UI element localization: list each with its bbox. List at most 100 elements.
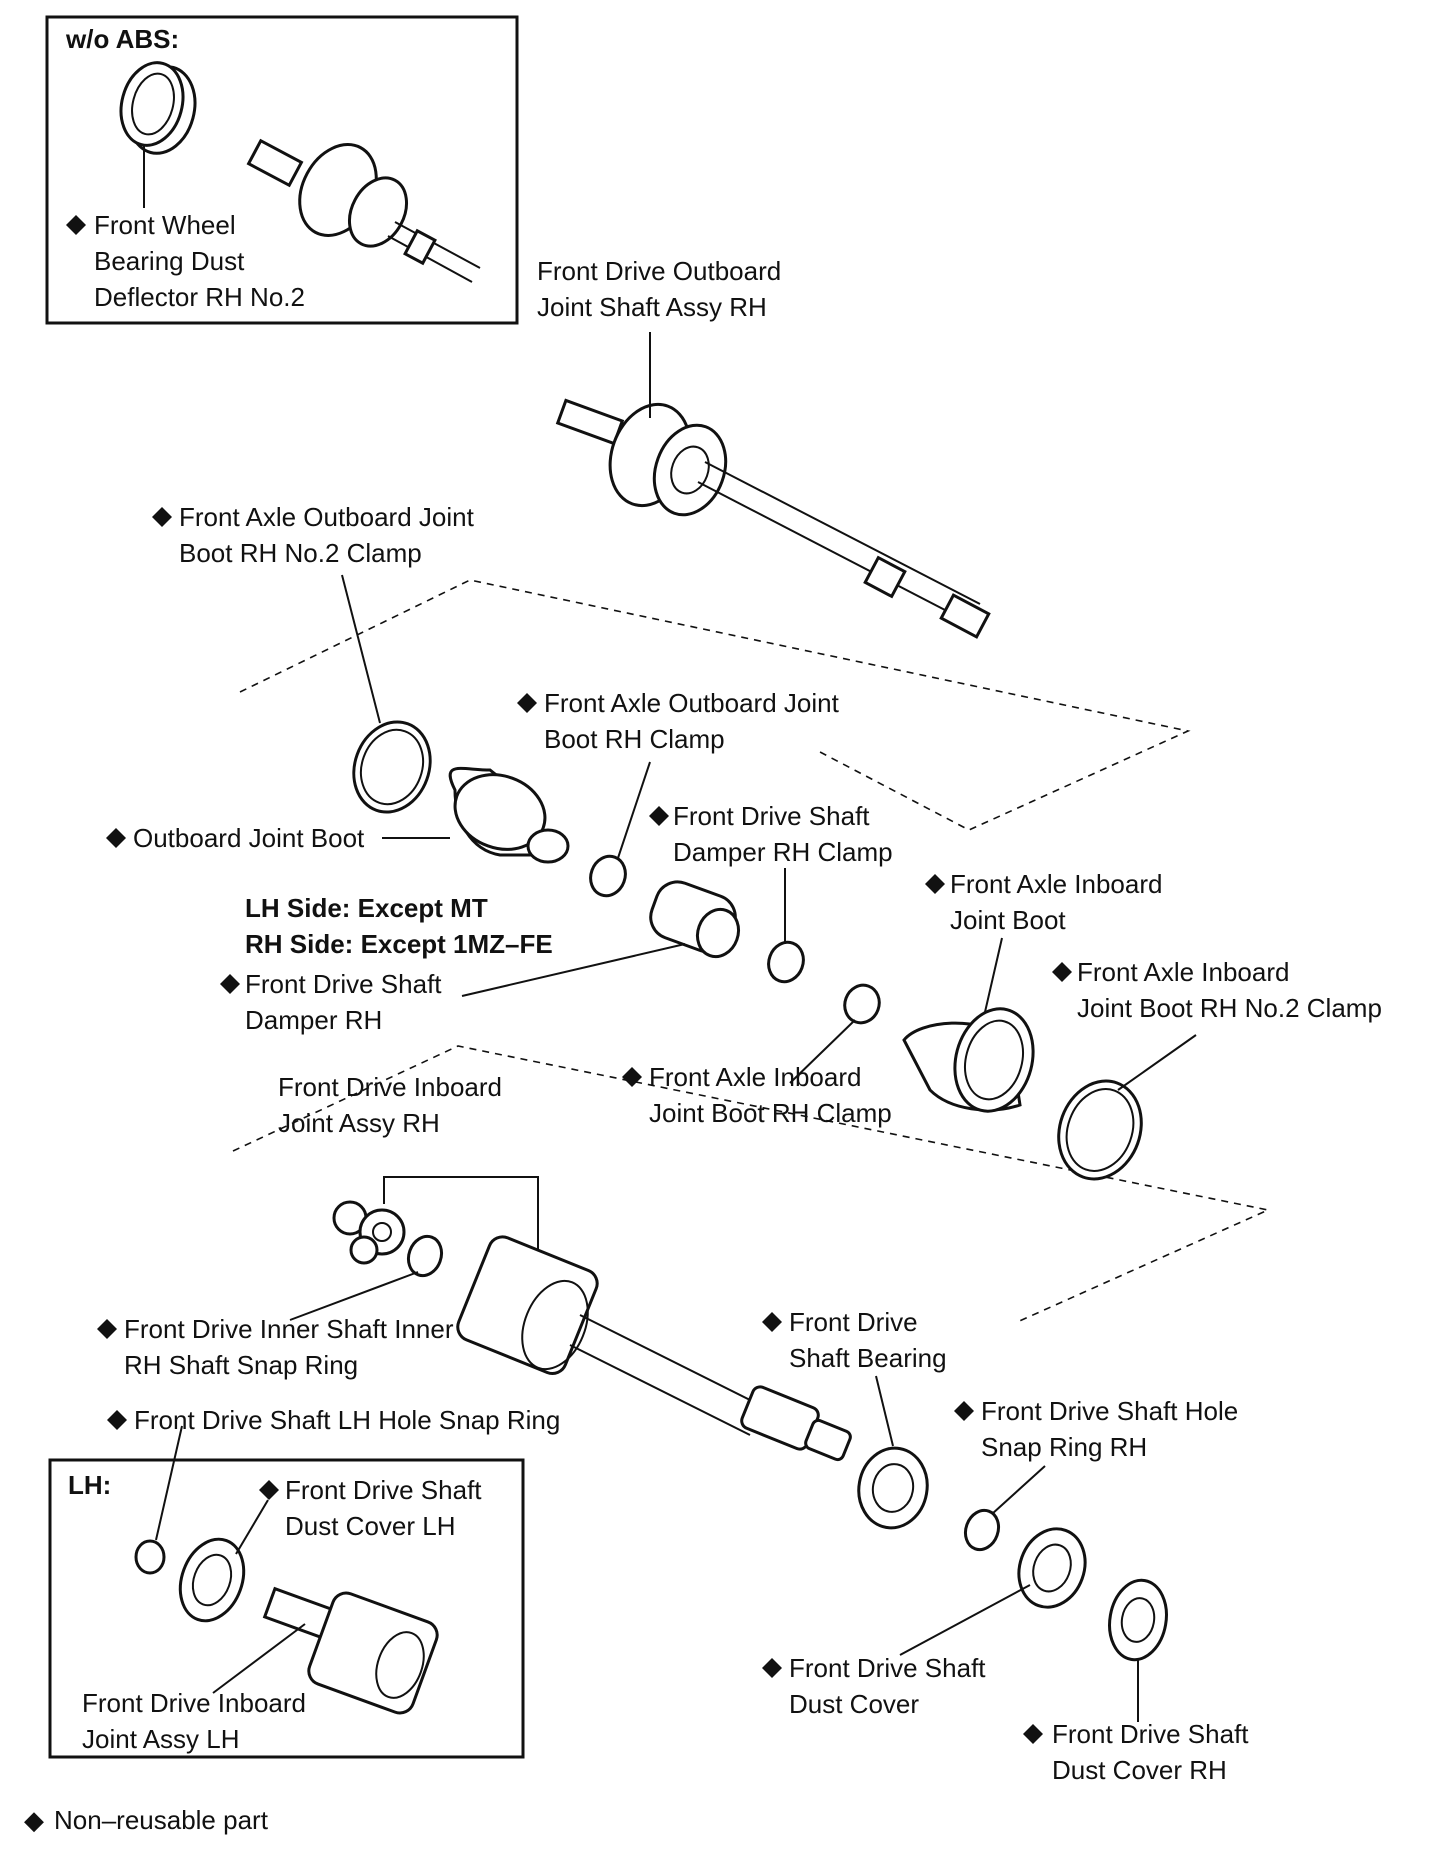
label-line: Joint Boot RH No.2 Clamp xyxy=(1077,993,1382,1023)
outboard-no2-clamp-drawing xyxy=(352,720,432,814)
non-reusable-diamond-icon xyxy=(517,693,537,713)
hole-snap-ring-rh-drawing xyxy=(963,1508,1001,1552)
deflector-ring-drawing xyxy=(119,61,197,155)
label-shaft-bearing: Front Drive Shaft Bearing xyxy=(762,1307,947,1373)
label-line: Front Drive Shaft xyxy=(673,801,870,831)
label-line: RH Side: Except 1MZ–FE xyxy=(245,929,553,959)
shaft-bearing-drawing xyxy=(857,1446,929,1530)
label-line: Boot RH No.2 Clamp xyxy=(179,538,422,568)
non-reusable-diamond-icon xyxy=(1023,1724,1043,1744)
label-line: Deflector RH No.2 xyxy=(94,282,305,312)
label-line: Joint Boot xyxy=(950,905,1066,935)
outboard-joint-boot-drawing xyxy=(448,766,570,864)
damper-drawing xyxy=(649,880,741,959)
label-inboard-boot-clamp: Front Axle Inboard Joint Boot RH Clamp xyxy=(622,1062,892,1128)
label-hole-snap-ring-rh: Front Drive Shaft Hole Snap Ring RH xyxy=(954,1396,1238,1462)
label-line: Dust Cover LH xyxy=(285,1511,456,1541)
label-dust-cover-rh: Front Drive Shaft Dust Cover RH xyxy=(1023,1719,1249,1785)
label-line: Front Axle Outboard Joint xyxy=(544,688,840,718)
label-inboard-joint-lh: Front Drive Inboard Joint Assy LH xyxy=(82,1688,306,1754)
label-line: Shaft Bearing xyxy=(789,1343,947,1373)
label-line: Front Wheel xyxy=(94,210,236,240)
inset-wo-abs: w/o ABS: xyxy=(45,15,519,325)
non-reusable-diamond-icon xyxy=(762,1658,782,1678)
label-dust-cover-lh: Front Drive Shaft Dust Cover LH xyxy=(259,1475,482,1541)
inboard-housing-shaft-drawing xyxy=(456,1235,852,1462)
non-reusable-diamond-icon xyxy=(220,974,240,994)
outboard-joint-small-drawing xyxy=(246,138,481,283)
label-outboard-boot-clamp: Front Axle Outboard Joint Boot RH Clamp xyxy=(517,688,840,754)
non-reusable-diamond-icon xyxy=(259,1480,279,1500)
label-line: Front Axle Outboard Joint xyxy=(179,502,475,532)
inboard-joint-rh-drawing xyxy=(332,1200,406,1265)
non-reusable-diamond-icon xyxy=(107,1410,127,1430)
inset-lh-title: LH: xyxy=(68,1470,111,1500)
label-line: RH Shaft Snap Ring xyxy=(124,1350,358,1380)
label-damper: Front Drive Shaft Damper RH xyxy=(220,969,442,1035)
label-front-wheel-deflector: Front Wheel Bearing Dust Deflector RH No… xyxy=(66,210,305,312)
non-reusable-diamond-icon xyxy=(954,1401,974,1421)
label-line: Front Drive Shaft xyxy=(789,1653,986,1683)
label-line: Front Axle Inboard xyxy=(1077,957,1289,987)
label-line: Outboard Joint Boot xyxy=(133,823,365,853)
inboard-joint-boot-drawing xyxy=(902,1007,1035,1113)
non-reusable-diamond-icon xyxy=(97,1319,117,1339)
label-inboard-joint-boot: Front Axle Inboard Joint Boot xyxy=(925,869,1162,935)
label-line: Front Drive Shaft xyxy=(1052,1719,1249,1749)
label-damper-condition: LH Side: Except MT RH Side: Except 1MZ–F… xyxy=(245,893,553,959)
dust-cover-drawing xyxy=(1017,1527,1087,1609)
label-line: Dust Cover RH xyxy=(1052,1755,1227,1785)
non-reusable-diamond-icon xyxy=(762,1312,782,1332)
label-line: Bearing Dust xyxy=(94,246,245,276)
label-line: Front Drive Shaft LH Hole Snap Ring xyxy=(134,1405,560,1435)
non-reusable-diamond-icon xyxy=(649,806,669,826)
label-line: Front Axle Inboard xyxy=(950,869,1162,899)
legend-text: Non–reusable part xyxy=(54,1805,269,1835)
label-inboard-no2-clamp: Front Axle Inboard Joint Boot RH No.2 Cl… xyxy=(1052,957,1382,1023)
inboard-boot-clamp-drawing xyxy=(843,983,881,1025)
label-line: Snap Ring RH xyxy=(981,1432,1147,1462)
legend-diamond-icon: ◆ xyxy=(24,1805,44,1835)
label-line: LH Side: Except MT xyxy=(245,893,488,923)
label-line: Front Drive Shaft Hole xyxy=(981,1396,1238,1426)
dust-cover-rh-drawing xyxy=(1108,1578,1168,1662)
label-inner-snap-ring: Front Drive Inner Shaft Inner RH Shaft S… xyxy=(97,1314,454,1380)
non-reusable-diamond-icon xyxy=(1052,962,1072,982)
inner-snap-ring-drawing xyxy=(406,1234,444,1278)
non-reusable-diamond-icon xyxy=(622,1067,642,1087)
inset-wo-abs-title: w/o ABS: xyxy=(65,24,179,54)
label-line: Damper RH xyxy=(245,1005,382,1035)
label-line: Joint Boot RH Clamp xyxy=(649,1098,892,1128)
label-line: Joint Shaft Assy RH xyxy=(537,292,767,322)
inset-lh: LH: xyxy=(48,1425,525,1759)
outboard-boot-clamp-drawing xyxy=(589,854,627,898)
label-line: Damper RH Clamp xyxy=(673,837,893,867)
non-reusable-diamond-icon xyxy=(152,507,172,527)
label-outboard-no2-clamp: Front Axle Outboard Joint Boot RH No.2 C… xyxy=(152,502,475,568)
label-line: Front Drive Inboard xyxy=(278,1072,502,1102)
lh-snap-ring-drawing xyxy=(134,1539,166,1575)
label-line: Front Drive Inboard xyxy=(82,1688,306,1718)
label-lh-hole-snap-ring: Front Drive Shaft LH Hole Snap Ring xyxy=(107,1405,560,1435)
legend: ◆ Non–reusable part xyxy=(24,1805,269,1835)
label-line: Front Axle Inboard xyxy=(649,1062,861,1092)
non-reusable-diamond-icon xyxy=(106,828,126,848)
inboard-no2-clamp-drawing xyxy=(1057,1079,1143,1181)
label-line: Front Drive Outboard xyxy=(537,256,781,286)
label-line: Boot RH Clamp xyxy=(544,724,725,754)
damper-clamp-drawing xyxy=(767,940,805,984)
dust-cover-lh-drawing xyxy=(178,1537,246,1623)
label-inboard-joint-rh: Front Drive Inboard Joint Assy RH xyxy=(278,1072,502,1138)
label-outboard-shaft-assy: Front Drive Outboard Joint Shaft Assy RH xyxy=(537,256,781,322)
outboard-shaft-assy-drawing xyxy=(555,398,991,639)
label-line: Front Drive Shaft xyxy=(245,969,442,999)
label-line: Joint Assy RH xyxy=(278,1108,440,1138)
label-damper-clamp: Front Drive Shaft Damper RH Clamp xyxy=(649,801,893,867)
non-reusable-diamond-icon xyxy=(925,874,945,894)
label-dust-cover: Front Drive Shaft Dust Cover xyxy=(762,1653,986,1719)
non-reusable-diamond-icon xyxy=(66,215,86,235)
label-line: Front Drive Shaft xyxy=(285,1475,482,1505)
label-line: Front Drive Inner Shaft Inner xyxy=(124,1314,454,1344)
inboard-joint-lh-drawing xyxy=(262,1586,439,1715)
